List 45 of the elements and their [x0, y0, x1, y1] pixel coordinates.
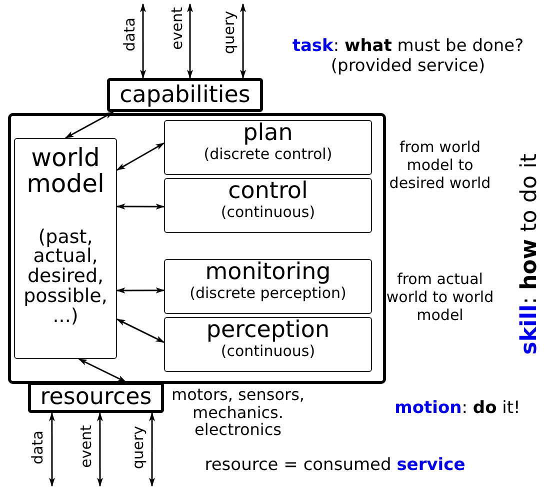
box-subtitle: (discrete control) [204, 147, 332, 163]
note-text: from actual world to world model [385, 270, 495, 324]
process-box [28, 382, 164, 413]
arrow [140, 3, 146, 79]
frame-box [8, 113, 386, 384]
arrow [240, 3, 246, 79]
box-subtitle: (continuous) [220, 344, 316, 360]
note-text: resource = consumed service [204, 455, 466, 476]
box-subtitle: (continuous) [220, 205, 316, 221]
arrow [116, 287, 165, 294]
arrow [116, 318, 165, 343]
edge-label: event [169, 6, 184, 50]
box-subtitle: (past, actual, desired, possible, ...) [22, 228, 108, 328]
process-box [14, 138, 117, 359]
note-text: task: what must be done? (provided service) [291, 36, 525, 77]
arrow [116, 142, 165, 171]
node-note: motors, sensors, mechanics. electronics [170, 386, 306, 439]
process-box [164, 178, 372, 233]
vertical-title: skill: how to do it [516, 152, 543, 357]
process-box [107, 78, 263, 112]
box-title: capabilities [120, 82, 250, 108]
arrow [64, 111, 114, 139]
process-box [164, 317, 372, 372]
box-title: monitoring [205, 260, 331, 284]
edge-label: event [78, 424, 94, 468]
arrow [48, 412, 55, 487]
arrow [187, 3, 193, 79]
edge-label: query [222, 10, 237, 54]
box-title: plan [243, 121, 293, 146]
edge-label: query [130, 425, 146, 469]
edge-label: data [30, 430, 46, 464]
note-text: from world model to desired world [388, 138, 492, 192]
box-title: resources [40, 385, 152, 410]
box-title: control [228, 179, 308, 204]
process-box [164, 120, 372, 175]
box-subtitle: (discrete perception) [190, 286, 346, 302]
arrow [116, 204, 165, 210]
arrow [78, 358, 127, 383]
box-title: world model [26, 145, 106, 198]
arrow [149, 412, 156, 487]
box-title: perception [206, 318, 330, 342]
arrow [96, 412, 103, 487]
process-box [164, 259, 372, 314]
edge-label: data [122, 17, 138, 51]
note-text: motion: do it! [394, 398, 522, 418]
